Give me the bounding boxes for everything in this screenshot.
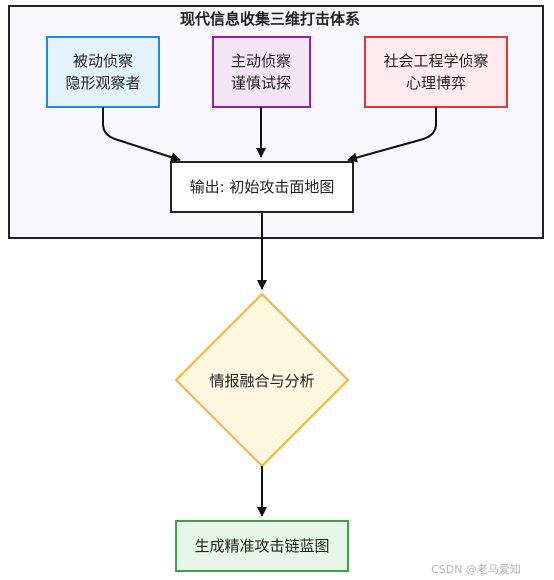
output-node: 输出: 初始攻击面地图 xyxy=(170,161,354,213)
container-title: 现代信息收集三维打击体系 xyxy=(180,10,360,28)
social-engineering-recon-box xyxy=(364,36,508,108)
passive-recon-node: 被动侦察 隐形观察者 xyxy=(46,36,160,108)
watermark: CSDN @老马爱知 xyxy=(431,562,521,576)
result-box xyxy=(175,520,349,572)
active-recon-node: 主动侦察 谨慎试探 xyxy=(212,36,311,108)
result-node: 生成精准攻击链蓝图 xyxy=(175,520,349,572)
passive-recon-label: 被动侦察 xyxy=(73,52,133,70)
output-box xyxy=(170,161,354,213)
social-engineering-recon-node: 社会工程学侦察 心理博弈 xyxy=(364,36,508,108)
social-to-output-arrow xyxy=(347,107,437,163)
fusion-label: 情报融合与分析 xyxy=(209,372,314,390)
passive-recon-sublabel: 隐形观察者 xyxy=(65,74,140,92)
active-recon-box xyxy=(212,36,311,108)
result-label: 生成精准攻击链蓝图 xyxy=(194,537,329,555)
active-recon-label: 主动侦察 xyxy=(231,52,291,70)
active-recon-sublabel: 谨慎试探 xyxy=(231,74,291,92)
social-engineering-recon-label: 社会工程学侦察 xyxy=(383,52,488,70)
fusion-node: 情报融合与分析 xyxy=(174,292,350,468)
passive-to-output-arrow xyxy=(102,107,181,162)
social-engineering-recon-sublabel: 心理博弈 xyxy=(406,74,466,92)
output-label: 输出: 初始攻击面地图 xyxy=(190,178,335,196)
passive-recon-box xyxy=(46,36,160,108)
